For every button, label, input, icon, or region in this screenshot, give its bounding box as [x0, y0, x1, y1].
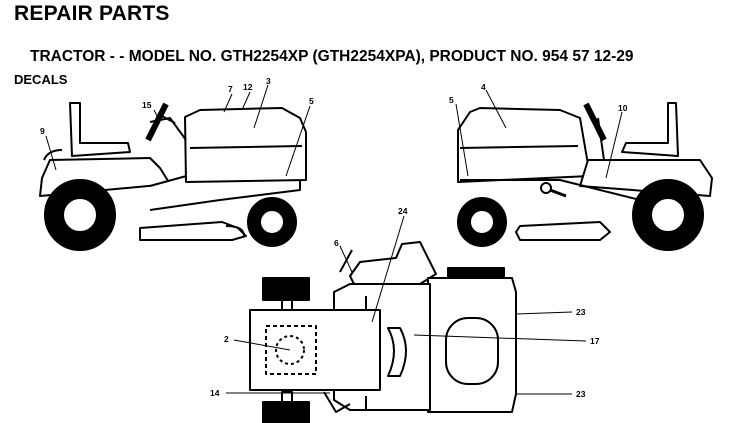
section-label: DECALS	[14, 72, 68, 87]
callout-2: 2	[224, 334, 229, 344]
top-view-callouts: 24 6 2 14 23 17 23	[210, 206, 600, 399]
callout-10: 10	[618, 103, 628, 113]
callout-5: 5	[309, 96, 314, 106]
callout-3: 3	[266, 76, 271, 86]
callout-4: 4	[481, 82, 486, 92]
callout-5: 5	[449, 95, 454, 105]
top-view-leaders	[226, 215, 587, 395]
callout-15: 15	[142, 100, 152, 110]
callout-6: 6	[334, 238, 339, 248]
model-subtitle: TRACTOR - - MODEL NO. GTH2254XP (GTH2254…	[30, 48, 634, 65]
page-title: REPAIR PARTS	[14, 2, 170, 25]
callout-9: 9	[40, 126, 45, 136]
callout-12: 12	[243, 82, 253, 92]
callout-24: 24	[398, 206, 408, 216]
callout-14: 14	[210, 388, 220, 398]
callout-7: 7	[228, 84, 233, 94]
tractor-top-view	[249, 241, 517, 423]
left-tractor-callouts: 15 7 12 3 5 9	[40, 76, 314, 136]
callout-23-lower: 23	[576, 389, 586, 399]
right-tractor-callouts: 4 5 10	[449, 82, 628, 113]
callout-23: 23	[576, 307, 586, 317]
right-tractor-leaders	[455, 89, 623, 179]
left-tractor-side-view	[39, 102, 307, 251]
callout-17: 17	[590, 336, 600, 346]
right-tractor-side-view	[457, 102, 713, 251]
left-tractor-leaders	[45, 84, 311, 177]
